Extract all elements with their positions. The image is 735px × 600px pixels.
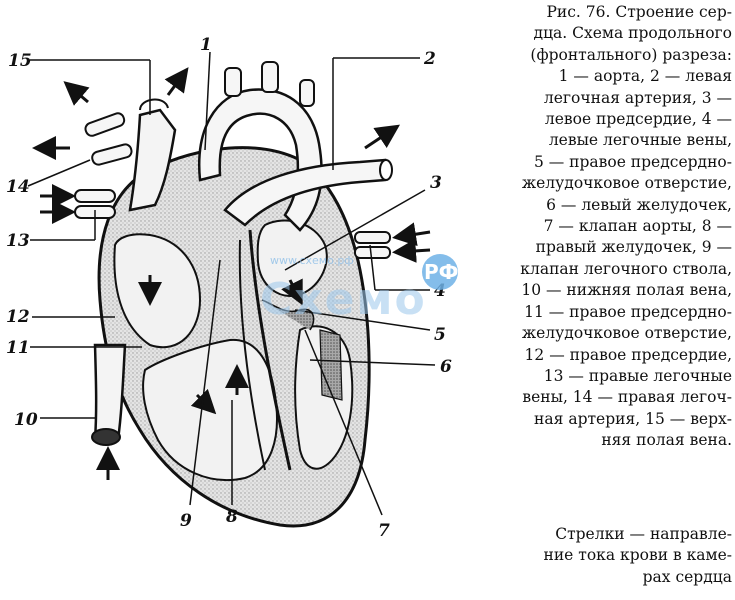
label-13: 13 (6, 231, 30, 251)
caption-line: 6 — левый желудочек, (476, 195, 732, 216)
right-pulmonary-artery-branch-2 (91, 143, 133, 166)
label-4: 4 (434, 281, 446, 301)
caption-line: легочная артерия, 3 — (476, 88, 732, 109)
left-pulmonary-vein-2 (355, 247, 390, 258)
heart-diagram: 15 1 2 3 4 5 6 7 8 9 10 11 12 13 14 (0, 0, 470, 600)
caption-line: ная артерия, 15 — верх- (476, 409, 732, 430)
caption-line: няя полая вена. (476, 430, 732, 451)
caption-line: вены, 14 — правая легоч- (476, 387, 732, 408)
label-15: 15 (8, 51, 32, 71)
left-pulmonary-artery-opening (380, 160, 392, 180)
label-5: 5 (434, 325, 446, 345)
caption-line: 13 — правые легочные (476, 366, 732, 387)
aorta-branch-1 (225, 68, 241, 96)
papillary-muscle (320, 330, 342, 400)
label-12: 12 (6, 307, 30, 327)
label-14: 14 (6, 177, 30, 197)
caption-line: клапан легочного ствола, (476, 259, 732, 280)
aorta-branch-3 (300, 80, 314, 106)
caption-line: левые легочные вены, (476, 130, 732, 151)
right-pulmonary-artery-branch-1 (84, 112, 126, 138)
note-line: ние тока крови в каме- (476, 545, 732, 566)
inferior-vena-cava (95, 345, 125, 440)
caption-line: желудочковое отверстие, (476, 323, 732, 344)
caption-line: 5 — правое предсердно- (476, 152, 732, 173)
left-pulmonary-vein-1 (355, 232, 390, 243)
label-10: 10 (14, 410, 38, 430)
caption-line: желудочковое отверстие, (476, 173, 732, 194)
caption-line: 12 — правое предсердие, (476, 345, 732, 366)
label-8: 8 (225, 507, 238, 527)
label-3: 3 (430, 173, 442, 193)
caption-line: 7 — клапан аорты, 8 — (476, 216, 732, 237)
figure-caption: Рис. 76. Строение сер-дца. Схема продоль… (476, 2, 732, 452)
label-9: 9 (180, 511, 192, 531)
label-1: 1 (200, 35, 212, 55)
caption-line: 10 — нижняя полая вена, (476, 280, 732, 301)
caption-line: правый желудочек, 9 — (476, 237, 732, 258)
label-2: 2 (423, 49, 436, 69)
label-7: 7 (378, 521, 390, 541)
caption-line: (фронтального) разреза: (476, 45, 732, 66)
note-line: Стрелки — направле- (476, 524, 732, 545)
aorta-branch-2 (262, 62, 278, 92)
caption-line: Рис. 76. Строение сер- (476, 2, 732, 23)
arrows-note: Стрелки — направле-ние тока крови в каме… (476, 524, 732, 588)
note-line: рах сердца (476, 567, 732, 588)
superior-vena-cava-opening (140, 100, 168, 110)
label-11: 11 (6, 338, 30, 358)
caption-line: 11 — правое предсердно- (476, 302, 732, 323)
caption-line: дца. Схема продольного (476, 23, 732, 44)
inferior-vena-cava-opening (92, 429, 120, 445)
caption-line: 1 — аорта, 2 — левая (476, 66, 732, 87)
right-pulmonary-vein-1 (75, 190, 115, 202)
caption-line: левое предсердие, 4 — (476, 109, 732, 130)
label-6: 6 (440, 357, 452, 377)
